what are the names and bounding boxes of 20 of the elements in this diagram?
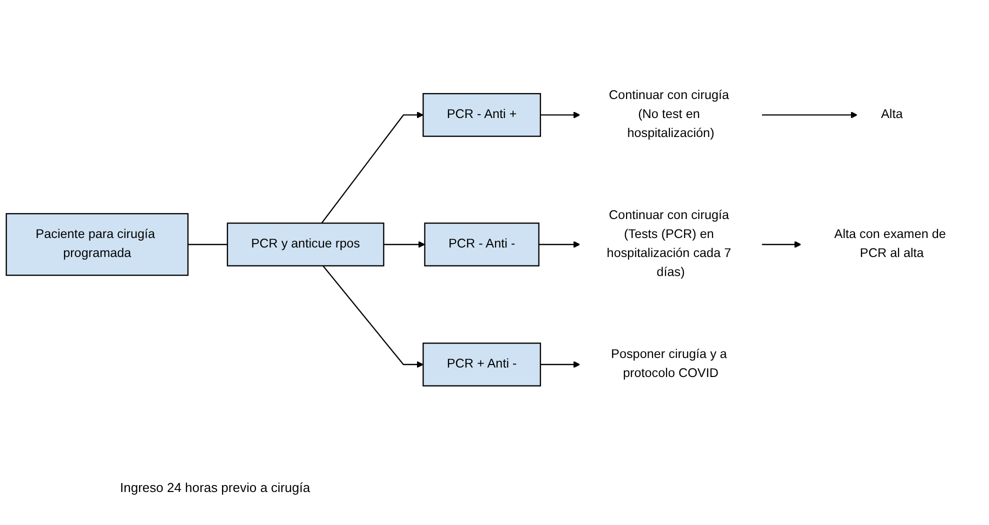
node-box: PCR - Anti + <box>422 93 542 137</box>
node-text: Posponer cirugía y a protocolo COVID <box>611 348 727 380</box>
arrow <box>322 265 424 368</box>
arrow <box>540 111 580 118</box>
node-box: PCR + Anti - <box>422 342 542 386</box>
node-box: PCR - Anti - <box>424 222 540 266</box>
node-text: Continuar con cirugía (Tests (PCR) en hospitalización cada 7 días) <box>606 208 732 280</box>
arrow <box>762 111 858 118</box>
arrow <box>762 241 802 248</box>
node-text: Alta con examen de PCR al alta <box>834 228 946 260</box>
note-text: Ingreso 24 horas previo a cirugía <box>120 480 310 495</box>
connector <box>188 244 228 246</box>
arrow <box>321 111 424 224</box>
node-text: Alta <box>880 108 903 122</box>
arrow <box>538 241 580 248</box>
node-text: Continuar con cirugía (No test en hospitalización) <box>608 88 730 140</box>
arrow <box>540 361 580 368</box>
node-box: Paciente para cirugía programada <box>6 213 189 276</box>
arrow <box>384 241 426 248</box>
node-box: PCR y anticue rpos <box>226 222 384 266</box>
